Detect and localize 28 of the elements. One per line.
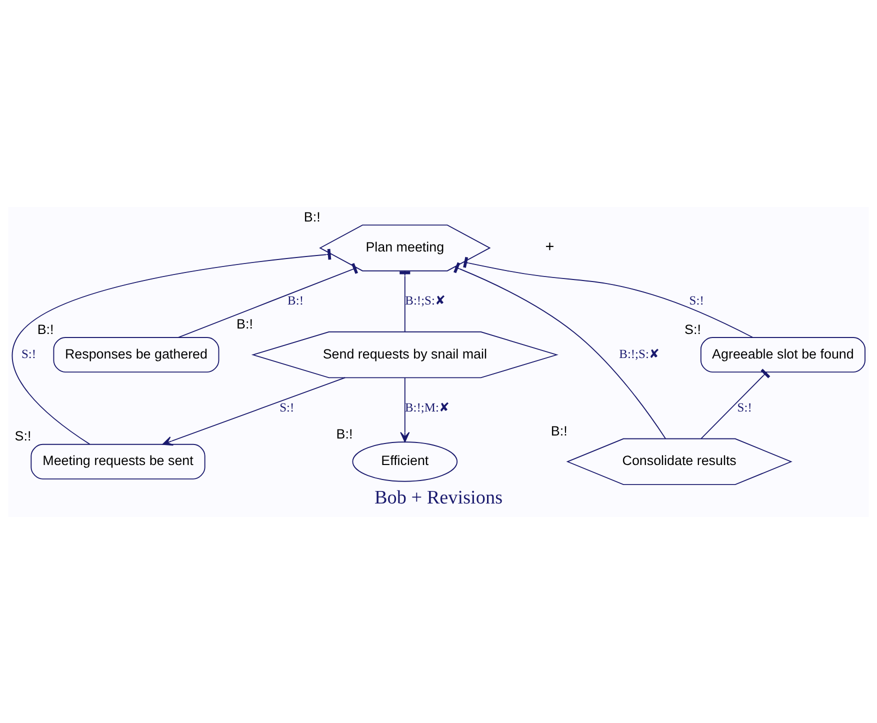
- node-ellipse: Efficient: [352, 441, 458, 482]
- connector: [463, 256, 754, 338]
- edge-label: S:!: [689, 293, 704, 308]
- connector: [12, 248, 332, 444]
- node-box: Agreeable slot be found: [700, 336, 866, 372]
- node-label: S:!: [684, 321, 701, 336]
- node-box: Responses be gathered: [53, 336, 220, 372]
- edge-label: S:!: [21, 346, 36, 361]
- edge-label: S:!: [280, 400, 294, 414]
- arrow: [162, 376, 346, 446]
- label: +: [545, 238, 554, 256]
- node-label: B:!: [336, 426, 353, 441]
- node-box: Meeting requests be sent: [30, 443, 206, 479]
- connector: [454, 262, 666, 439]
- edge-label: B:!;S:✘: [619, 346, 659, 361]
- edge-label: S:!: [737, 400, 752, 414]
- connector: [400, 270, 410, 332]
- node-label: S:!: [14, 428, 32, 444]
- node-label: B:!: [550, 422, 568, 438]
- edge-label: B:!: [288, 293, 304, 308]
- diagram-title: Bob + Revisions: [374, 487, 503, 508]
- connector: [178, 262, 358, 338]
- connector: [700, 368, 770, 439]
- node-label: B:!: [236, 316, 253, 331]
- arrow: [400, 376, 410, 442]
- edge-label: B:!;S:✘: [405, 293, 445, 308]
- node-label: B:!: [304, 209, 320, 224]
- node-label: B:!: [37, 321, 54, 336]
